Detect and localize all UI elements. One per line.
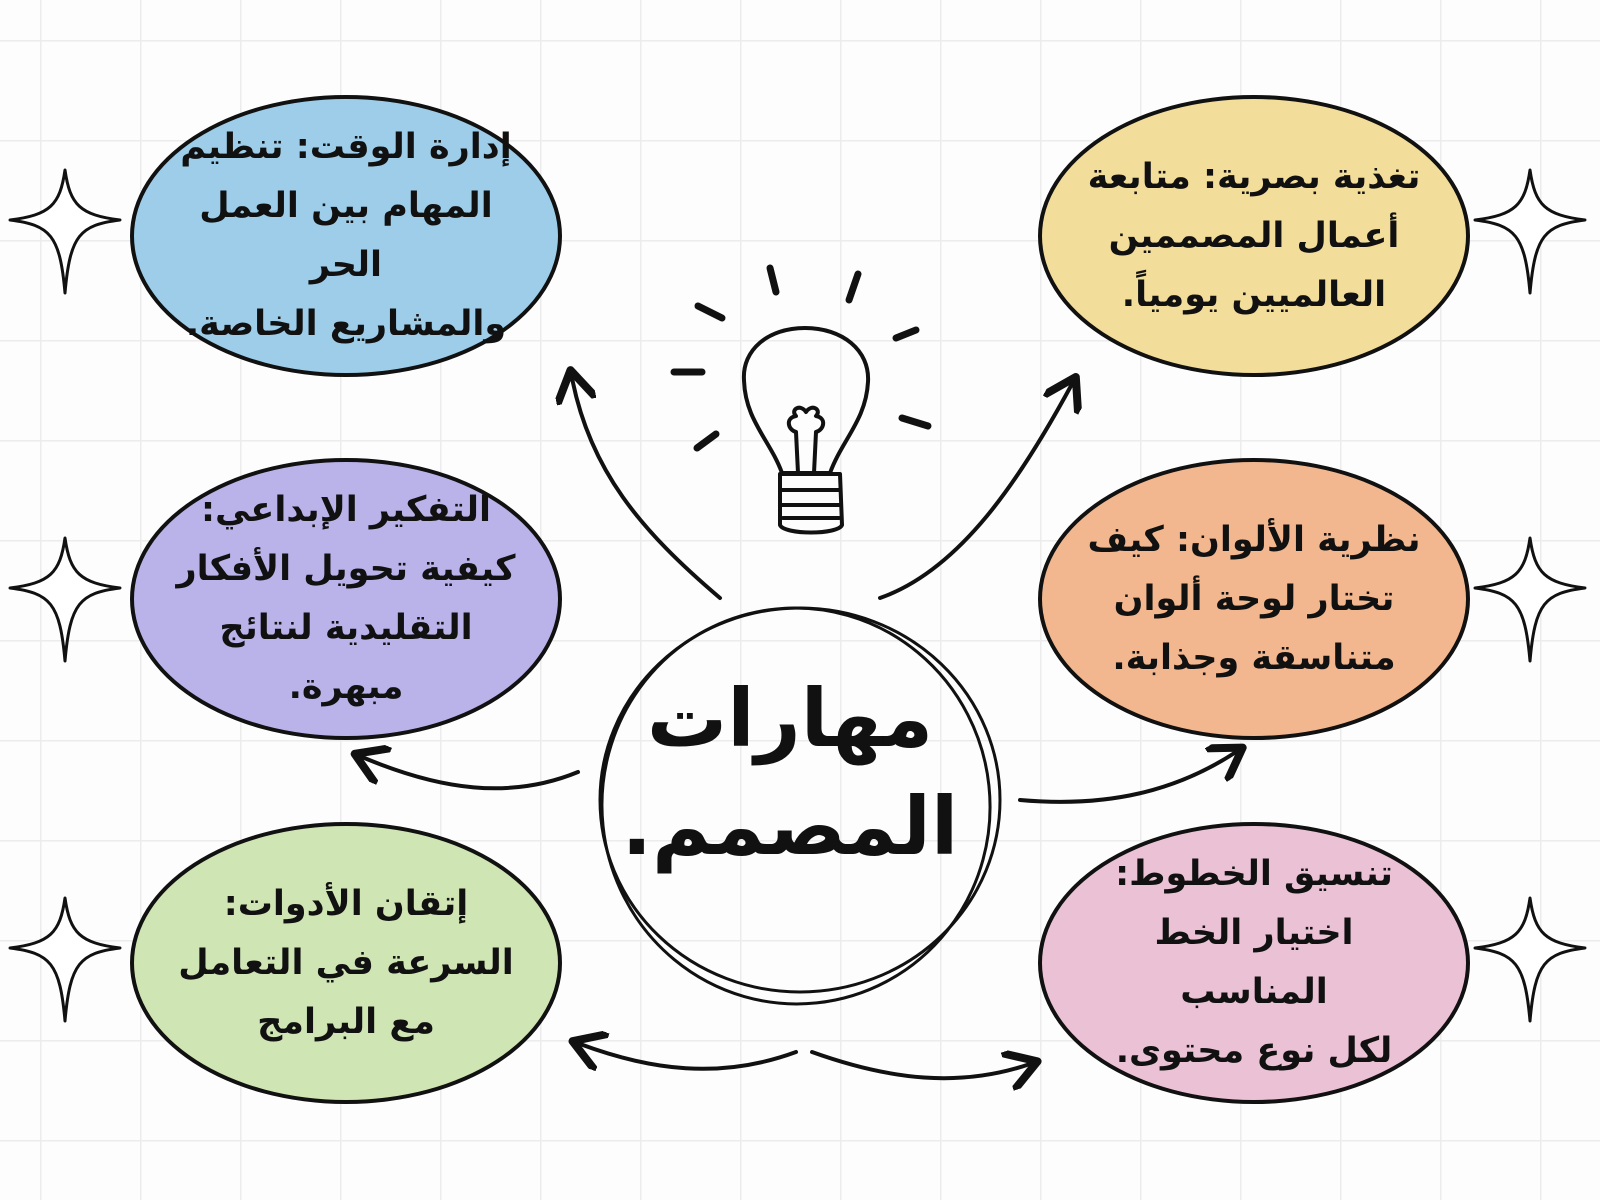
node-creative-thinking: التفكير الإبداعي: كيفية تحويل الأفكار ال… [130, 458, 562, 740]
node-line: لكل نوع محتوى. [1115, 1031, 1393, 1071]
lightbulb-icon [670, 264, 932, 535]
node-line: كيفية تحويل الأفكار [176, 549, 516, 589]
node-color-theory: نظرية الألوان: كيف تختار لوحة ألوان متنا… [1038, 458, 1470, 740]
center-title: مهارات المصمم. [590, 665, 990, 881]
node-text: نظرية الألوان: كيف تختار لوحة ألوان متنا… [1087, 511, 1420, 688]
node-visual-feeding: تغذية بصرية: متابعة أعمال المصممين العال… [1038, 95, 1470, 377]
arrow-to-tools-mastery [580, 1044, 798, 1069]
sparkle-icon [1473, 536, 1587, 663]
node-line: أعمال المصممين [1108, 215, 1400, 256]
sparkle-icon [8, 536, 122, 663]
node-line: التقليدية لنتائج مبهرة. [219, 608, 473, 707]
sparkle-icon [1473, 896, 1587, 1023]
node-line: اختيار الخط المناسب [1154, 913, 1354, 1012]
node-line: العالميين يومياً. [1121, 274, 1387, 315]
node-line: تنسيق الخطوط: [1115, 854, 1393, 894]
connector-arrows [362, 378, 1236, 1078]
node-line: المهام بين العمل الحر [199, 186, 493, 285]
sparkle-icon [1473, 168, 1587, 295]
center-title-line: المصمم. [621, 780, 959, 873]
node-line: تغذية بصرية: متابعة [1087, 156, 1421, 197]
node-line: متناسقة وجذابة. [1112, 637, 1396, 678]
node-line: والمشاريع الخاصة. [185, 304, 507, 344]
arrow-to-creative-thinking [362, 757, 580, 791]
node-line: إدارة الوقت: تنظيم [180, 127, 512, 167]
arrow-to-visual-feeding [878, 384, 1072, 600]
node-line: تختار لوحة ألوان [1113, 578, 1395, 619]
node-text: تنسيق الخطوط: اختيار الخط المناسب لكل نو… [1076, 845, 1432, 1081]
sparkle-icon [8, 168, 122, 295]
arrow-to-color-theory [1018, 752, 1236, 804]
node-text: إتقان الأدوات: السرعة في التعامل مع البر… [178, 875, 514, 1052]
node-text: تغذية بصرية: متابعة أعمال المصممين العال… [1088, 148, 1421, 325]
node-line: إتقان الأدوات: [223, 883, 469, 924]
node-font-pairing: تنسيق الخطوط: اختيار الخط المناسب لكل نو… [1038, 822, 1470, 1104]
node-tools-mastery: إتقان الأدوات: السرعة في التعامل مع البر… [130, 822, 562, 1104]
arrow-to-time-management [572, 378, 722, 600]
node-text: إدارة الوقت: تنظيم المهام بين العمل الحر… [168, 118, 524, 354]
center-title-line: مهارات [646, 672, 934, 765]
node-line: التفكير الإبداعي: [201, 490, 491, 530]
node-time-management: إدارة الوقت: تنظيم المهام بين العمل الحر… [130, 95, 562, 377]
center-circle [598, 606, 1002, 1006]
node-line: السرعة في التعامل [178, 942, 514, 983]
node-text: التفكير الإبداعي: كيفية تحويل الأفكار ال… [168, 481, 524, 717]
sparkle-icon [8, 896, 122, 1023]
arrow-to-font-pairing [810, 1052, 1030, 1078]
node-line: نظرية الألوان: كيف [1087, 519, 1421, 560]
node-line: مع البرامج [257, 1001, 435, 1042]
sparkle-icons [8, 168, 1587, 1023]
